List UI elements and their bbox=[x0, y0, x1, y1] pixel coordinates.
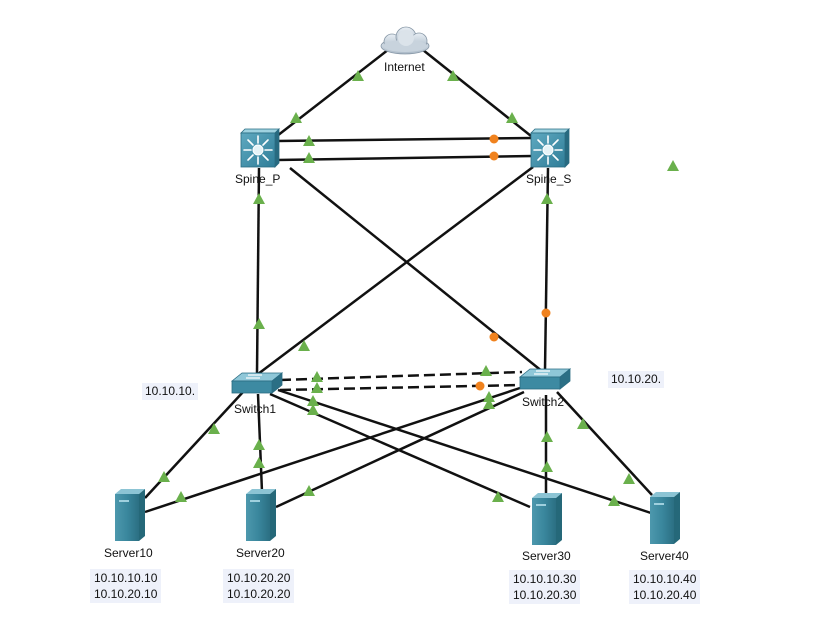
link-up-indicator bbox=[307, 404, 319, 415]
link-blocking-indicator bbox=[489, 151, 499, 161]
server10-server-icon[interactable] bbox=[115, 489, 145, 541]
link-up-indicator bbox=[158, 471, 170, 482]
link-blocking-indicator bbox=[489, 332, 499, 342]
spine-s-multilayer-switch-icon[interactable] bbox=[530, 128, 570, 168]
link-up-indicator bbox=[483, 398, 495, 409]
link-up-indicator bbox=[577, 418, 589, 429]
link-up-indicator bbox=[311, 371, 323, 382]
server30-label: Server30 bbox=[522, 549, 571, 563]
server40-ip-1: 10.10.10.40 bbox=[633, 572, 697, 586]
link-spine-s-switch1[interactable] bbox=[257, 166, 534, 375]
server40-label: Server40 bbox=[640, 549, 689, 563]
link-blocking-indicator bbox=[489, 134, 499, 144]
internet-cloud-icon[interactable] bbox=[380, 26, 430, 55]
links bbox=[144, 45, 653, 515]
server30-server-icon[interactable] bbox=[532, 493, 562, 545]
link-switch2-server40[interactable] bbox=[556, 391, 653, 496]
switch1-label: Switch1 bbox=[234, 402, 277, 416]
link-up-indicator bbox=[506, 112, 518, 123]
link-up-indicator bbox=[208, 423, 220, 434]
link-up-indicator bbox=[303, 152, 315, 163]
link-blocking-indicator bbox=[541, 308, 551, 318]
link-switch1-server40[interactable] bbox=[277, 388, 652, 515]
link-up-indicator bbox=[303, 135, 315, 146]
spine-s-label: Spine_S bbox=[526, 172, 572, 186]
server10-ip-note[interactable]: 10.10.10.10 10.10.20.10 bbox=[90, 569, 162, 603]
link-up-indicator bbox=[608, 495, 620, 506]
switch2-label: Switch2 bbox=[522, 395, 565, 409]
server20-ip-1: 10.10.20.20 bbox=[227, 571, 291, 585]
link-up-indicator bbox=[253, 439, 265, 450]
server20-ip-2: 10.10.20.20 bbox=[227, 587, 291, 601]
link-up-indicator bbox=[541, 193, 553, 204]
server40-ip-2: 10.10.20.40 bbox=[633, 588, 697, 602]
server40-server-icon[interactable] bbox=[650, 492, 680, 544]
link-switch1-server10[interactable] bbox=[144, 391, 244, 499]
switch1-switch-icon[interactable] bbox=[230, 372, 284, 394]
link-up-indicator bbox=[311, 382, 323, 393]
right-subnet-note[interactable]: 10.10.20. bbox=[608, 371, 665, 388]
server20-ip-note[interactable]: 10.10.20.20 10.10.20.20 bbox=[223, 569, 295, 603]
server30-ip-note[interactable]: 10.10.10.30 10.10.20.30 bbox=[509, 570, 581, 604]
spine-p-label: Spine_P bbox=[235, 172, 281, 186]
link-up-indicator bbox=[483, 391, 495, 402]
link-up-indicator bbox=[492, 491, 504, 502]
link-up-indicator bbox=[480, 365, 492, 376]
link-up-indicator bbox=[307, 395, 319, 406]
link-up-indicator bbox=[253, 193, 265, 204]
server20-server-icon[interactable] bbox=[246, 489, 276, 541]
link-switch2-server10[interactable] bbox=[144, 386, 521, 514]
link-status-markers bbox=[158, 70, 679, 506]
spine-p-multilayer-switch-icon[interactable] bbox=[240, 128, 280, 168]
link-up-indicator bbox=[447, 70, 459, 81]
link-spine-p-switch2[interactable] bbox=[289, 167, 544, 373]
server30-ip-2: 10.10.20.30 bbox=[513, 588, 577, 602]
server10-ip-1: 10.10.10.10 bbox=[94, 571, 158, 585]
server20-label: Server20 bbox=[236, 546, 285, 560]
server10-label: Server10 bbox=[104, 546, 153, 560]
link-up-indicator bbox=[541, 431, 553, 442]
link-up-indicator bbox=[623, 473, 635, 484]
switch2-switch-icon[interactable] bbox=[518, 368, 572, 390]
server30-ip-1: 10.10.10.30 bbox=[513, 572, 577, 586]
link-blocking-indicator bbox=[475, 381, 485, 391]
link-up-indicator bbox=[541, 461, 553, 472]
link-up-indicator bbox=[352, 70, 364, 81]
internet-label: Internet bbox=[384, 60, 425, 74]
link-up-indicator bbox=[253, 318, 265, 329]
link-up-indicator bbox=[303, 485, 315, 496]
link-up-indicator bbox=[667, 160, 679, 171]
server10-ip-2: 10.10.20.10 bbox=[94, 587, 158, 601]
link-switch2-server20[interactable] bbox=[275, 390, 525, 509]
link-up-indicator bbox=[290, 112, 302, 123]
link-up-indicator bbox=[298, 340, 310, 351]
link-up-indicator bbox=[253, 457, 265, 468]
server40-ip-note[interactable]: 10.10.10.40 10.10.20.40 bbox=[629, 570, 701, 604]
link-up-indicator bbox=[175, 491, 187, 502]
left-subnet-note[interactable]: 10.10.10. bbox=[142, 383, 199, 400]
